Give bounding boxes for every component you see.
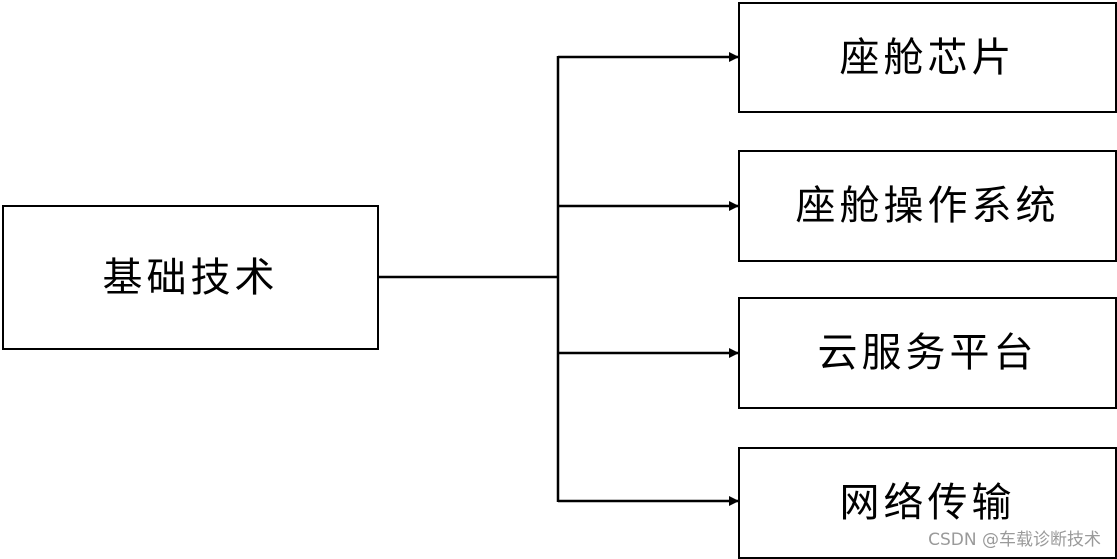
watermark: CSDN @车载诊断技术 [928,530,1101,550]
child-node-label: 云服务平台 [817,330,1038,376]
child-node-cockpit-chip: 座舱芯片 [738,2,1117,113]
child-node-cockpit-os: 座舱操作系统 [738,150,1117,262]
child-node-cloud-platform: 云服务平台 [738,297,1117,409]
root-node: 基础技术 [2,205,379,350]
child-node-label: 座舱芯片 [839,34,1016,81]
root-node-label: 基础技术 [102,254,279,301]
child-node-label: 网络传输 [839,480,1016,526]
child-node-label: 座舱操作系统 [795,183,1060,229]
child-node-network: 网络传输 [738,447,1117,559]
